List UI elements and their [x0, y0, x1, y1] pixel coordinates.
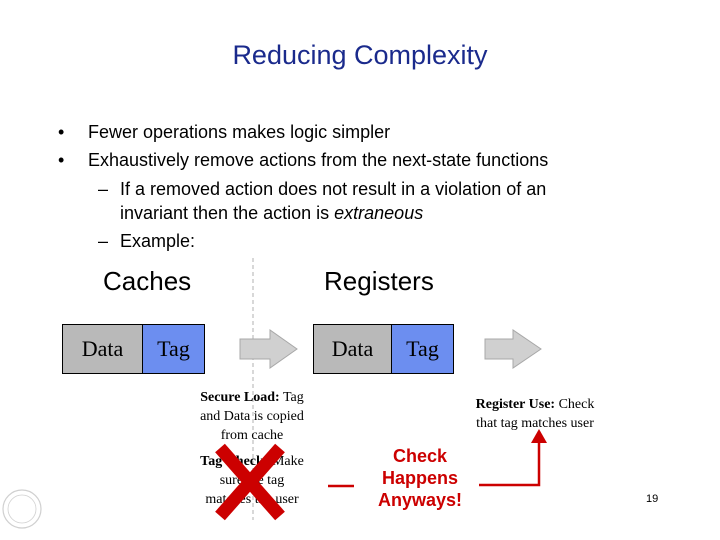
register-use-bold: Register Use: — [475, 397, 556, 412]
red-arrowhead-icon — [531, 429, 547, 443]
subbullet-marker: – — [98, 231, 109, 251]
page-number: 19 — [646, 493, 659, 505]
secure-load-rest: Tag — [279, 390, 304, 405]
subbullet-1-line2-plain: invariant then the action is — [120, 203, 335, 223]
red-connector-arrow — [479, 440, 541, 487]
subbullet-marker: – — [98, 179, 109, 199]
bullet-marker: • — [58, 122, 65, 142]
university-seal-icon — [2, 489, 42, 529]
subbullet-1-line2: invariant then the action is extraneous — [120, 202, 423, 224]
register-data-box: Data — [313, 324, 392, 374]
subbullet-1-line1: If a removed action does not result in a… — [120, 179, 547, 199]
secure-load-bold: Secure Load: — [200, 390, 280, 405]
register-tag-box: Tag — [391, 324, 454, 374]
subbullet-1-line2-italic: extraneous — [334, 203, 424, 223]
register-use-rest: Check — [555, 397, 595, 412]
secure-load-line3: from cache — [220, 428, 284, 443]
register-use-text: Register Use: Check that tag matches use… — [455, 395, 615, 433]
secure-load-line2: and Data is copied — [200, 409, 304, 424]
registers-label: Registers — [324, 266, 434, 296]
register-use-line2: that tag matches user — [476, 416, 594, 431]
cache-tag-box: Tag — [142, 324, 205, 374]
cache-data-box: Data — [62, 324, 143, 374]
check-happens-line3: Anyways! — [377, 490, 463, 510]
arrow-right-icon — [239, 329, 298, 369]
subbullet-2-text: Example: — [120, 231, 196, 251]
check-happens-line2: Happens — [381, 468, 459, 488]
secure-load-text: Secure Load: Tag and Data is copied from… — [180, 388, 324, 445]
bullet-marker: • — [58, 150, 65, 170]
bullet-2-text: Exhaustively remove actions from the nex… — [88, 150, 549, 170]
bullet-1-text: Fewer operations makes logic simpler — [88, 122, 391, 142]
arrow-right-icon — [484, 329, 542, 369]
check-happens-text: Check Happens Anyways! — [360, 445, 480, 511]
slide-title: Reducing Complexity — [232, 40, 488, 70]
caches-label: Caches — [103, 266, 192, 296]
register-use-line1: Register Use: Check — [455, 395, 615, 414]
check-happens-line1: Check — [392, 446, 448, 466]
secure-load-line1: Secure Load: Tag — [180, 388, 324, 407]
